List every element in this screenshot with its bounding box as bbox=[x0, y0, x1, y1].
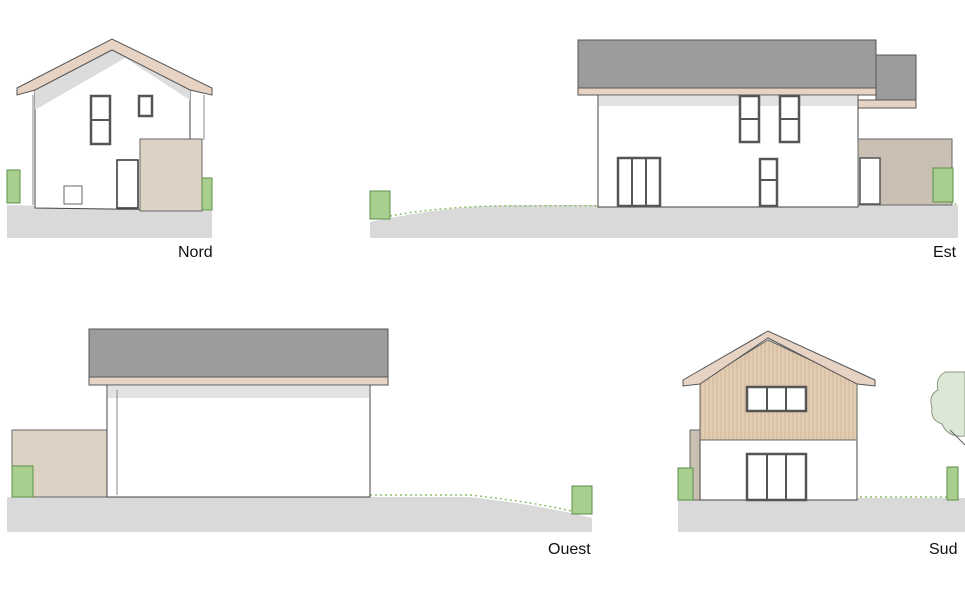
hedge bbox=[571, 485, 593, 515]
gable-shadow bbox=[35, 47, 190, 110]
wall bbox=[106, 384, 371, 498]
hedge bbox=[369, 190, 391, 220]
bay-window bbox=[745, 452, 808, 502]
window bbox=[745, 385, 808, 413]
roof-edge bbox=[682, 330, 876, 387]
roof-edge-rear bbox=[857, 99, 917, 109]
roof-rear bbox=[875, 54, 917, 106]
hedge bbox=[201, 177, 213, 211]
elevation-ouest bbox=[7, 328, 593, 532]
hedge bbox=[11, 465, 34, 498]
ground bbox=[7, 205, 212, 238]
annex bbox=[139, 138, 203, 212]
hedge bbox=[6, 169, 21, 204]
door bbox=[859, 157, 881, 205]
label-ouest: Ouest bbox=[548, 541, 591, 558]
roof bbox=[88, 328, 389, 378]
roof-edge bbox=[577, 87, 877, 96]
label-sud: Sud bbox=[929, 541, 958, 558]
hedge bbox=[946, 466, 959, 501]
hedge bbox=[932, 167, 954, 203]
ground bbox=[370, 205, 958, 238]
label-nord: Nord bbox=[178, 244, 213, 261]
window bbox=[137, 94, 154, 118]
door bbox=[116, 159, 139, 209]
roof bbox=[577, 39, 877, 89]
ground bbox=[678, 498, 965, 532]
elevation-nord bbox=[6, 38, 213, 238]
tree bbox=[930, 371, 965, 446]
heat-pump-unit bbox=[63, 185, 83, 205]
roof-edge bbox=[16, 38, 213, 96]
bay-window bbox=[616, 156, 662, 208]
hedge bbox=[677, 467, 694, 501]
window-door bbox=[758, 157, 779, 208]
elevation-est bbox=[369, 39, 959, 238]
label-est: Est bbox=[933, 244, 957, 261]
roof-edge bbox=[88, 376, 389, 386]
elevation-sud bbox=[677, 330, 965, 532]
ground bbox=[7, 497, 592, 532]
